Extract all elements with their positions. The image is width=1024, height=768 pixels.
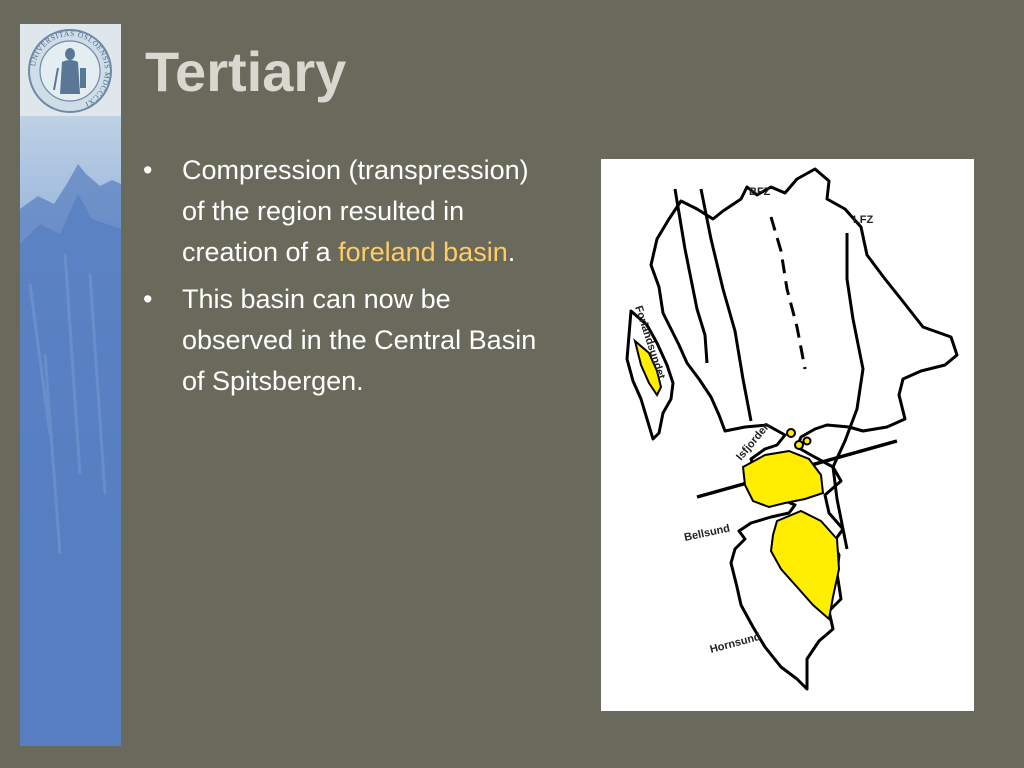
slide-title: Tertiary bbox=[145, 40, 347, 103]
spitsbergen-map-figure: BFZ LFZ Forlandsundet Isfjorden Bellsund… bbox=[601, 159, 974, 711]
map-forland-island bbox=[625, 309, 675, 441]
spitsbergen-map-svg: BFZ LFZ Forlandsundet Isfjorden Bellsund… bbox=[625, 167, 959, 691]
map-label-bellsund: Bellsund bbox=[683, 523, 731, 544]
bullet-item-compression: • Compression (transpression) of the reg… bbox=[143, 150, 543, 273]
university-seal-logo: UNIVERSITAS OSLOENSIS MDCCCXI bbox=[20, 24, 121, 116]
map-fault-line-mid bbox=[699, 188, 753, 422]
map-fault-line-lfz bbox=[831, 233, 865, 550]
map-label-lfz: LFZ bbox=[853, 214, 873, 226]
map-label-bfz: BFZ bbox=[749, 186, 771, 198]
map-basin-dot bbox=[802, 436, 812, 446]
bullet-item-central-basin: • This basin can now be observed in the … bbox=[143, 279, 543, 402]
map-fault-line-bfz-dashed bbox=[769, 216, 807, 370]
map-basin-forlandsundet bbox=[633, 338, 663, 397]
bullet-text: This basin can now be observed in the Ce… bbox=[182, 284, 537, 396]
side-decor-strip: UNIVERSITAS OSLOENSIS MDCCCXI bbox=[20, 24, 121, 746]
bullet-dot: • bbox=[143, 155, 153, 185]
bullet-text: Compression (transpression) of the regio… bbox=[182, 155, 529, 267]
map-island-outline bbox=[649, 167, 959, 691]
map-basin-dot bbox=[786, 428, 796, 438]
highlight-foreland-basin: foreland basin bbox=[338, 237, 508, 267]
map-basin-central bbox=[741, 449, 825, 509]
bullet-list: • Compression (transpression) of the reg… bbox=[143, 150, 543, 408]
map-basin-dot bbox=[794, 440, 804, 450]
map-label-hornsund: Hornsund bbox=[709, 631, 762, 656]
map-basin-south bbox=[769, 509, 841, 621]
map-fault-line-west bbox=[673, 188, 709, 364]
bullet-text-end: . bbox=[507, 237, 516, 267]
mountain-photo bbox=[20, 164, 121, 746]
bullet-dot: • bbox=[143, 284, 153, 314]
